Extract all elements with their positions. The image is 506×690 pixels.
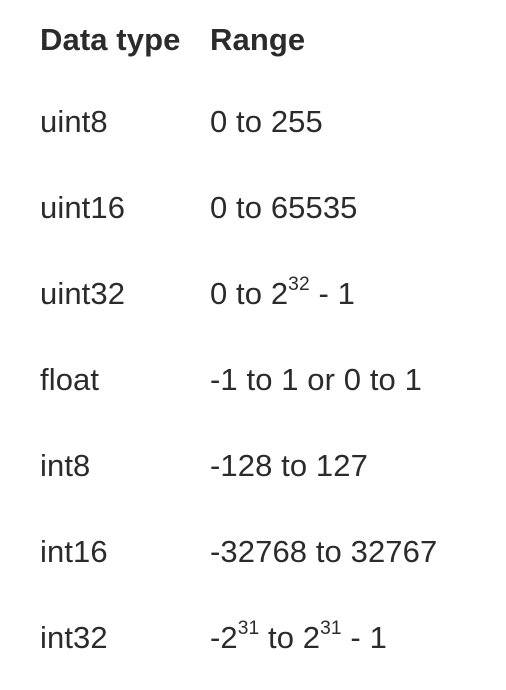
range-cell: -1 to 1 or 0 to 1 — [210, 364, 422, 395]
table-row: uint8 0 to 255 — [40, 78, 500, 164]
data-type-cell: float — [40, 361, 100, 397]
header-range: Range — [210, 21, 306, 57]
range-cell: -231 to 231 - 1 — [210, 619, 387, 655]
table-header-row: Data type Range — [40, 0, 500, 78]
table-row: uint32 0 to 232 - 1 — [40, 250, 500, 336]
range-cell: -128 to 127 — [210, 450, 368, 481]
header-data-type: Data type — [40, 21, 181, 57]
range-text: 0 to 65535 — [210, 189, 358, 225]
data-type-cell: uint32 — [40, 275, 126, 311]
table-row: float -1 to 1 or 0 to 1 — [40, 336, 500, 422]
range-text: 0 to 2 — [210, 275, 289, 311]
data-type-cell: int16 — [40, 533, 108, 569]
range-text-suffix: - 1 — [341, 619, 387, 655]
data-type-cell: int32 — [40, 619, 108, 655]
range-text: -128 to 127 — [210, 447, 368, 483]
exponent: 31 — [320, 617, 342, 639]
data-type-cell: int8 — [40, 447, 91, 483]
range-text: -2 — [210, 619, 238, 655]
table-row: int8 -128 to 127 — [40, 422, 500, 508]
range-cell: 0 to 232 - 1 — [210, 275, 355, 311]
range-text-suffix: - 1 — [309, 275, 355, 311]
range-cell: 0 to 65535 — [210, 192, 358, 223]
exponent: 32 — [288, 273, 310, 295]
range-cell: -32768 to 32767 — [210, 536, 437, 567]
range-text: -1 to 1 or 0 to 1 — [210, 361, 422, 397]
range-text: -32768 to 32767 — [210, 533, 438, 569]
range-text-middle: to 2 — [259, 619, 321, 655]
range-text: 0 to 255 — [210, 103, 323, 139]
table-row: int32 -231 to 231 - 1 — [40, 594, 500, 680]
exponent: 31 — [237, 617, 260, 639]
table-row: int16 -32768 to 32767 — [40, 508, 500, 594]
data-type-cell: uint8 — [40, 103, 108, 139]
data-type-cell: uint16 — [40, 189, 126, 225]
data-type-table: Data type Range uint8 0 to 255 uint16 0 … — [40, 0, 500, 680]
range-cell: 0 to 255 — [210, 106, 323, 137]
table-row: uint16 0 to 65535 — [40, 164, 500, 250]
